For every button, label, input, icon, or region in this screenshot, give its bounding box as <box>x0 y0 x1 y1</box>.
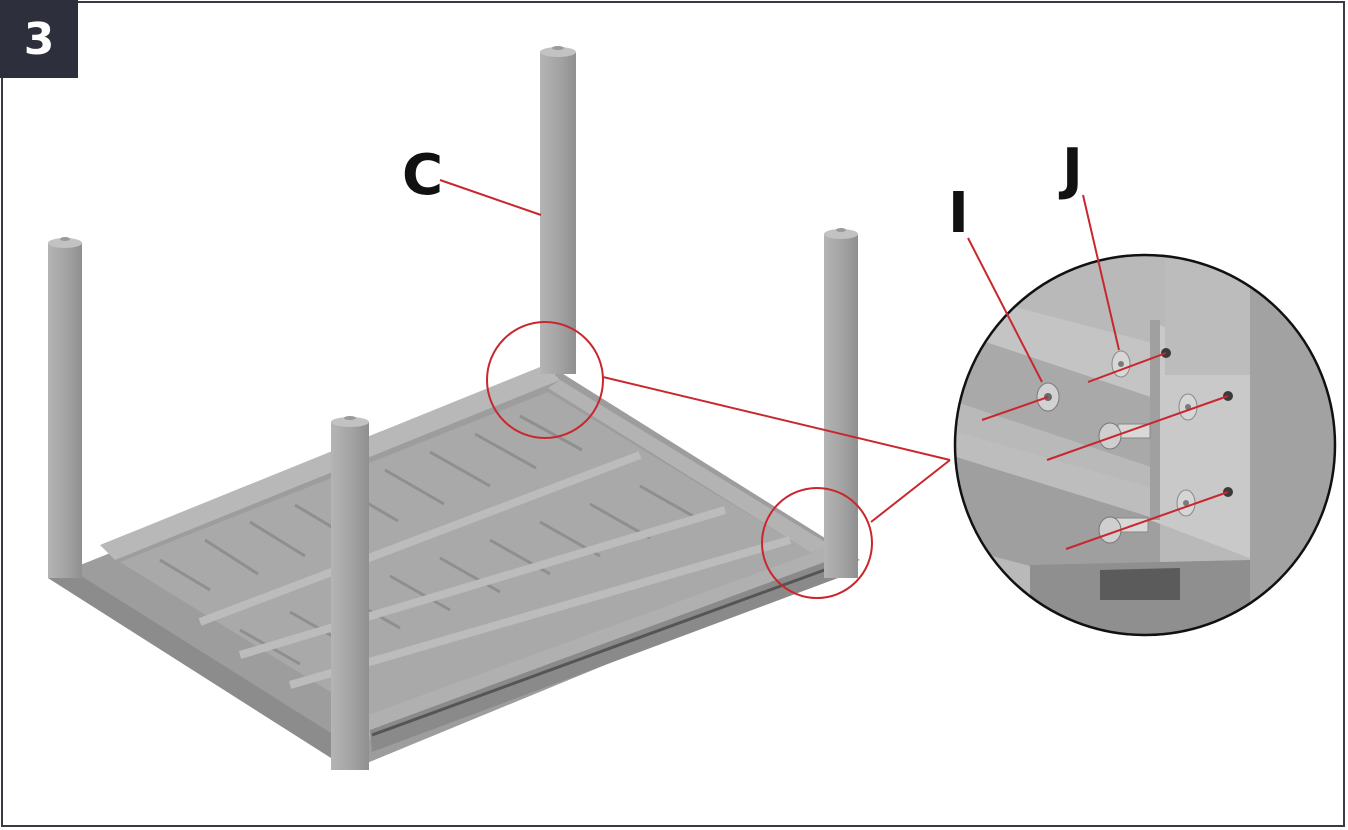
leg-back-right <box>824 228 858 578</box>
callout-line-J <box>1082 194 1120 351</box>
highlight-circle-right-corner <box>761 487 873 599</box>
leg-back-left <box>48 237 82 578</box>
label-J: J <box>1058 137 1083 202</box>
leg-front <box>331 416 369 770</box>
callout-line-C <box>439 179 542 216</box>
step-number-badge: 3 <box>0 0 78 78</box>
leg-C <box>540 46 576 374</box>
assembly-guide-lines <box>981 352 1229 550</box>
label-I: I <box>948 181 969 246</box>
zoom-connector-lower <box>870 459 951 523</box>
zoom-connector-upper <box>602 376 951 461</box>
cross-bars <box>198 451 792 689</box>
bolt-upper <box>1098 393 1198 450</box>
label-C: C <box>402 143 443 208</box>
highlight-circle-back-corner <box>486 321 604 439</box>
callout-line-I <box>967 237 1043 383</box>
zoom-detail <box>953 253 1337 637</box>
table-frame <box>48 365 860 770</box>
table-legs <box>48 46 858 770</box>
zoom-circle-border <box>953 253 1337 637</box>
